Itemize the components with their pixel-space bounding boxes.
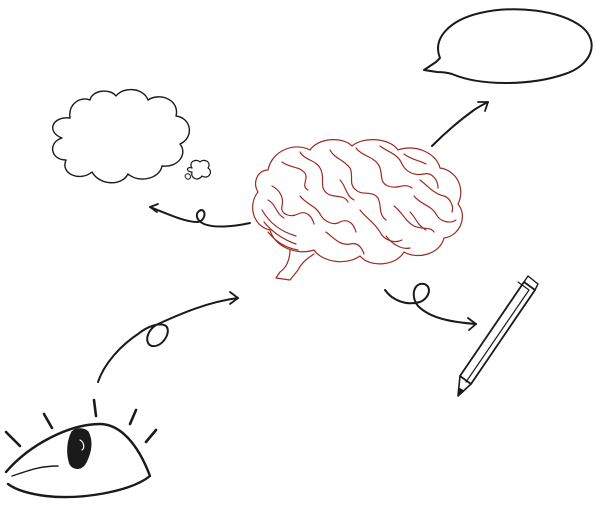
arrow-eye-to-brain (98, 292, 238, 382)
pencil-icon (458, 276, 538, 396)
brain-icon (253, 140, 463, 280)
arrow-to-thought (150, 204, 250, 227)
arrow-to-pencil (385, 284, 476, 330)
eye-icon (6, 400, 156, 497)
speech-bubble-icon (424, 9, 592, 83)
arrow-to-speech (432, 102, 488, 146)
thought-cloud-icon (53, 90, 211, 183)
